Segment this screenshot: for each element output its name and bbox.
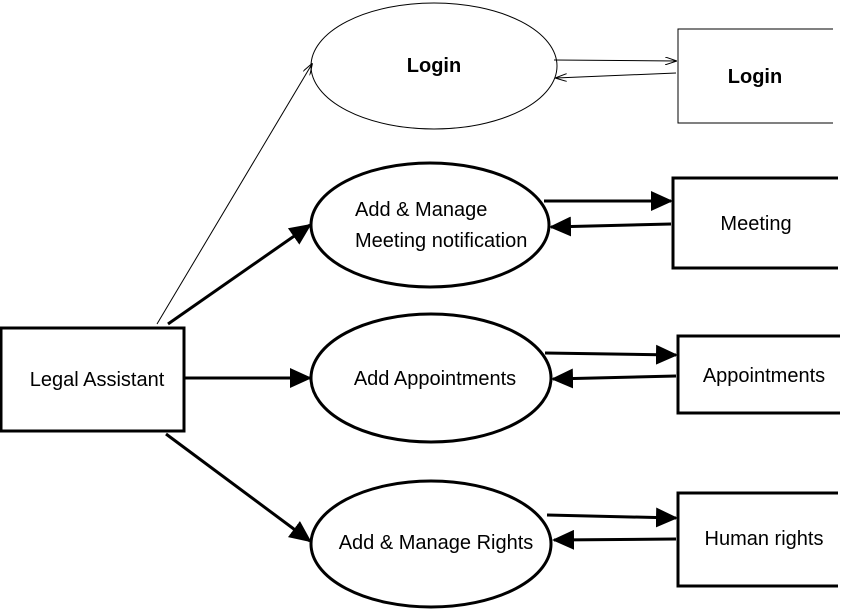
- meeting-process: [309, 161, 551, 289]
- meeting-process-label-1: Add & Manage: [355, 199, 487, 221]
- legal-assistant-box: [0, 326, 186, 433]
- arrow-actor-to-rights: [165, 432, 312, 543]
- arrow-store-to-appointments: [551, 368, 677, 389]
- rights-process: [309, 479, 553, 609]
- legal-assistant-label: Legal Assistant: [30, 369, 165, 391]
- arrow-rights-to-store: [546, 507, 678, 528]
- arrow-store-to-rights: [552, 529, 677, 550]
- meeting-store: [671, 176, 838, 270]
- arrow-appointments-to-store: [544, 344, 678, 365]
- appointments-store-label: Appointments: [703, 365, 825, 387]
- human-rights-store: [676, 491, 838, 588]
- arrow-store-to-meeting: [549, 216, 672, 237]
- login-store-label: Login: [728, 66, 782, 88]
- arrow-store-to-login: [556, 72, 677, 78]
- login-process-label: Login: [407, 55, 461, 77]
- login-store: [677, 28, 833, 124]
- appointments-process-label: Add Appointments: [354, 368, 516, 390]
- meeting-store-label: Meeting: [720, 213, 791, 235]
- arrow-actor-to-login: [156, 64, 312, 325]
- human-rights-store-label: Human rights: [705, 528, 824, 550]
- arrow-login-to-store: [553, 60, 676, 61]
- appointments-store: [676, 334, 840, 415]
- arrow-actor-to-meeting: [167, 223, 312, 326]
- rights-process-label: Add & Manage Rights: [339, 532, 534, 554]
- meeting-process-label-2: Meeting notification: [355, 230, 527, 252]
